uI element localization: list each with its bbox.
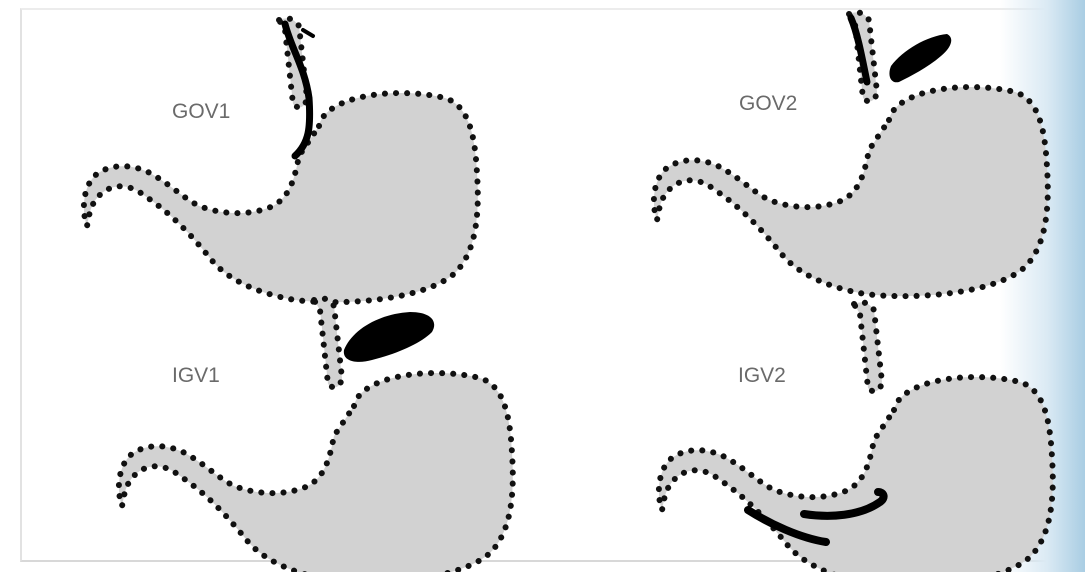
label-gov1: GOV1 — [172, 100, 230, 123]
diagram-gov1 — [84, 18, 478, 302]
varix-gov2 — [889, 34, 951, 82]
label-igv1: IGV1 — [172, 364, 220, 387]
label-igv2: IGV2 — [738, 364, 786, 387]
diagram-igv1 — [119, 298, 513, 572]
diagram-gov2 — [654, 12, 1048, 296]
diagram-igv2 — [659, 302, 1053, 572]
varix-igv1 — [344, 312, 434, 362]
label-gov2: GOV2 — [739, 92, 797, 115]
